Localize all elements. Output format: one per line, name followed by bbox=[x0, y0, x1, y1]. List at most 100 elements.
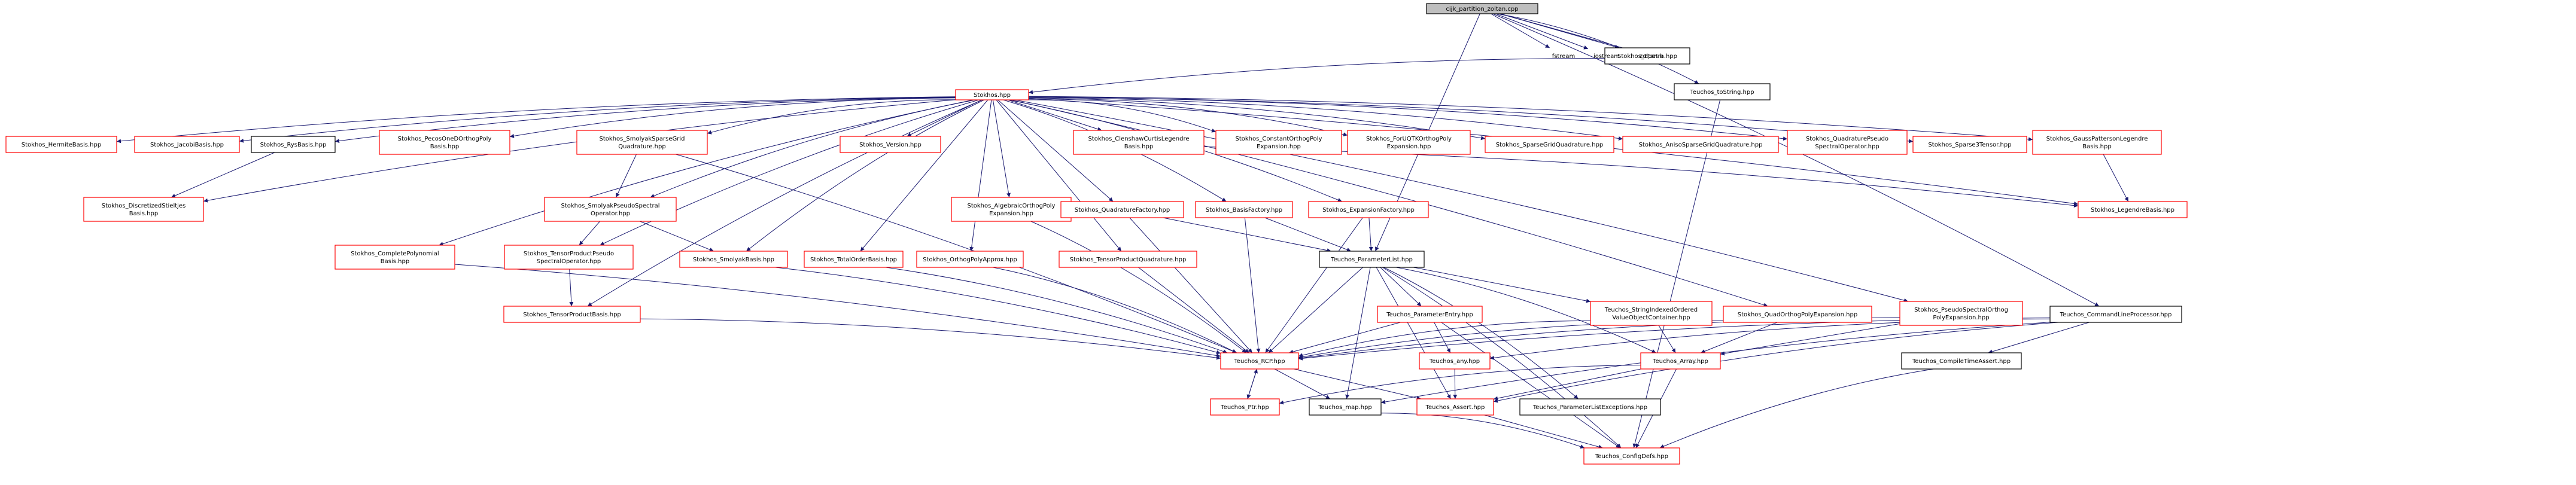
node-epetra[interactable]: Stokhos_Epetra.hpp bbox=[1604, 47, 1690, 65]
node-label: Stokhos_ClenshawCurtisLegendre bbox=[1088, 136, 1189, 142]
node-box bbox=[1377, 306, 1483, 323]
node-array[interactable]: Teuchos_Array.hpp bbox=[1640, 352, 1721, 370]
node-legendre[interactable]: Stokhos_LegendreBasis.hpp bbox=[2078, 201, 2188, 218]
node-orthogapprox[interactable]: Stokhos_OrthogPolyApprox.hpp bbox=[916, 251, 1024, 268]
node-label: Stokhos_Epetra.hpp bbox=[1617, 53, 1677, 60]
node-hermite[interactable]: Stokhos_HermiteBasis.hpp bbox=[5, 136, 117, 153]
node-box bbox=[1674, 83, 1771, 100]
edge-paramentry-to-rcp bbox=[1289, 322, 1401, 354]
node-jacobi[interactable]: Stokhos_JacobiBasis.hpp bbox=[134, 136, 240, 153]
node-box bbox=[1210, 398, 1280, 416]
node-label: ValueObjectContainer.hpp bbox=[1612, 315, 1690, 321]
node-sparse3[interactable]: Stokhos_Sparse3Tensor.hpp bbox=[1912, 136, 2027, 153]
edge-paramlist-to-plexceptions bbox=[1383, 267, 1579, 399]
node-label: Stokhos_QuadOrthogPolyExpansion.hpp bbox=[1738, 312, 1857, 318]
node-box bbox=[251, 136, 336, 153]
node-plexceptions[interactable]: Teuchos_ParameterListExceptions.hpp bbox=[1519, 398, 1661, 416]
edge-cmdline-to-complextime bbox=[1988, 322, 2090, 354]
edge-paramlist-to-stringindexed bbox=[1413, 267, 1591, 303]
node-box bbox=[1060, 201, 1184, 218]
node-quadpseudo[interactable]: Stokhos_QuadraturePseudoSpectralOperator… bbox=[1787, 130, 1908, 155]
node-tensorpseudo[interactable]: Stokhos_TensorProductPseudoSpectralOpera… bbox=[504, 245, 634, 270]
node-box bbox=[1215, 130, 1342, 155]
node-label: Basis.hpp bbox=[2082, 144, 2111, 150]
node-smolyakpseudo[interactable]: Stokhos_SmolyakPseudoSpectralOperator.hp… bbox=[544, 197, 677, 222]
node-asserth[interactable]: Teuchos_Assert.hpp bbox=[1416, 398, 1494, 416]
edge-rcp-to-asserth bbox=[1294, 368, 1421, 400]
node-box bbox=[1319, 251, 1425, 268]
node-basisfactory[interactable]: Stokhos_BasisFactory.hpp bbox=[1195, 201, 1293, 218]
node-label: Stokhos_CompletePolynomial bbox=[351, 251, 439, 257]
edge-stringindexed-to-array bbox=[1658, 325, 1676, 353]
edge-stokhos-to-completepoly bbox=[439, 99, 974, 246]
edges-layer bbox=[116, 13, 2129, 449]
node-label: Teuchos_StringIndexedOrdered bbox=[1604, 307, 1698, 313]
node-label: SpectralOperator.hpp bbox=[537, 258, 601, 265]
node-label: Stokhos_SmolyakPseudoSpectral bbox=[561, 203, 660, 209]
node-label: Basis.hpp bbox=[430, 144, 459, 150]
node-ptr[interactable]: Teuchos_Ptr.hpp bbox=[1210, 398, 1280, 416]
node-label: Stokhos_OrthogPolyApprox.hpp bbox=[923, 257, 1017, 263]
node-smolyakbasis[interactable]: Stokhos_SmolyakBasis.hpp bbox=[679, 251, 788, 268]
node-stokhos[interactable]: Stokhos.hpp bbox=[955, 89, 1029, 100]
node-quadorthog[interactable]: Stokhos_QuadOrthogPolyExpansion.hpp bbox=[1723, 306, 1872, 323]
node-label: Stokhos_GaussPattersonLegendre bbox=[2046, 136, 2148, 142]
node-label: Basis.hpp bbox=[129, 211, 158, 217]
node-box bbox=[1485, 136, 1614, 153]
node-totalorder[interactable]: Stokhos_TotalOrderBasis.hpp bbox=[804, 251, 904, 268]
node-tensorquad[interactable]: Stokhos_TensorProductQuadrature.hpp bbox=[1059, 251, 1197, 268]
edge-paramlist-to-asserth bbox=[1376, 267, 1451, 399]
node-box bbox=[334, 245, 455, 270]
node-label: Expansion.hpp bbox=[1387, 144, 1431, 150]
node-tensorbasis[interactable]: Stokhos_TensorProductBasis.hpp bbox=[503, 306, 641, 323]
node-pseudospectral[interactable]: Stokhos_PseudoSpectralOrthogPolyExpansio… bbox=[1899, 301, 2023, 326]
node-any[interactable]: Teuchos_any.hpp bbox=[1419, 352, 1491, 370]
node-rys[interactable]: Stokhos_RysBasis.hpp bbox=[251, 136, 336, 153]
edge-root-to-zoltan bbox=[1500, 13, 1635, 53]
node-rcp[interactable]: Teuchos_RCP.hpp bbox=[1220, 352, 1299, 370]
node-paramentry[interactable]: Teuchos_ParameterEntry.hpp bbox=[1377, 306, 1483, 323]
node-cmdline[interactable]: Teuchos_CommandLineProcessor.hpp bbox=[2049, 306, 2182, 323]
node-label: Stokhos_RysBasis.hpp bbox=[260, 142, 327, 148]
node-label: Stokhos_QuadratureFactory.hpp bbox=[1075, 207, 1170, 213]
node-version[interactable]: Stokhos_Version.hpp bbox=[840, 136, 941, 153]
node-box bbox=[1309, 398, 1382, 416]
node-label: Teuchos_CompileTimeAssert.hpp bbox=[1912, 358, 2011, 365]
node-root[interactable]: cijk_partition_zoltan.cpp bbox=[1426, 3, 1538, 14]
node-sparsegrid[interactable]: Stokhos_SparseGridQuadrature.hpp bbox=[1485, 136, 1614, 153]
node-paramlist[interactable]: Teuchos_ParameterList.hpp bbox=[1319, 251, 1425, 268]
node-quadfactory[interactable]: Stokhos_QuadratureFactory.hpp bbox=[1060, 201, 1184, 218]
edge-rys-to-stieltjes bbox=[171, 152, 275, 198]
node-label: Teuchos_Array.hpp bbox=[1652, 358, 1708, 365]
node-label: Operator.hpp bbox=[591, 211, 630, 217]
node-label: cijk_partition_zoltan.cpp bbox=[1446, 6, 1518, 13]
edge-paramlist-to-configdefs bbox=[1382, 267, 1622, 449]
node-map[interactable]: Teuchos_map.hpp bbox=[1309, 398, 1382, 416]
node-label: Teuchos_ParameterList.hpp bbox=[1330, 257, 1413, 263]
edge-root-to-cmdline bbox=[1492, 13, 2100, 307]
node-box bbox=[379, 130, 510, 155]
node-label: Expansion.hpp bbox=[1257, 144, 1301, 150]
node-aniso[interactable]: Stokhos_AnisoSparseGridQuadrature.hpp bbox=[1622, 136, 1779, 153]
edge-smolyakquad-to-rcp bbox=[676, 154, 1237, 353]
edge-ptr-to-rcp bbox=[1247, 368, 1258, 399]
node-tostring[interactable]: Teuchos_toString.hpp bbox=[1674, 83, 1771, 100]
node-stringindexed[interactable]: Teuchos_StringIndexedOrderedValueObjectC… bbox=[1590, 301, 1713, 326]
node-expfactory[interactable]: Stokhos_ExpansionFactory.hpp bbox=[1308, 201, 1429, 218]
node-configdefs[interactable]: Teuchos_ConfigDefs.hpp bbox=[1583, 447, 1680, 465]
edge-stokhos-to-totalorder bbox=[860, 99, 989, 252]
node-complextime[interactable]: Teuchos_CompileTimeAssert.hpp bbox=[1901, 352, 2022, 370]
edge-stokhos-to-foruqtk bbox=[1028, 98, 1348, 137]
edge-smolyakpseudo-to-tensorpseudo bbox=[579, 221, 601, 246]
node-box bbox=[1419, 352, 1491, 370]
edge-basisfactory-to-rcp bbox=[1244, 217, 1261, 353]
